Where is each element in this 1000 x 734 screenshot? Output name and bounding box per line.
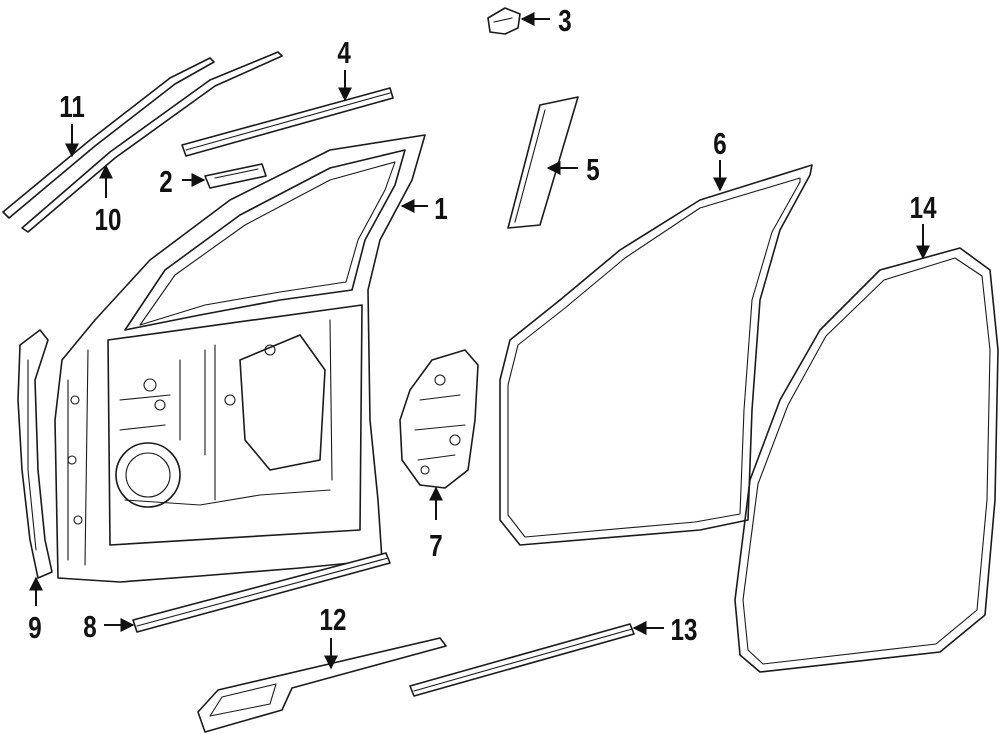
part-12-scuff-plate — [197, 637, 447, 733]
callout-13: 13 — [671, 612, 698, 647]
callout-1: 1 — [434, 191, 447, 226]
part-1-door-shell — [54, 134, 426, 583]
callout-12: 12 — [320, 602, 347, 637]
part-2-clip — [204, 163, 267, 189]
callout-6: 6 — [713, 126, 726, 161]
callout-9: 9 — [28, 610, 41, 645]
part-9-front-weatherstrip — [17, 329, 53, 579]
callout-4: 4 — [337, 35, 351, 70]
callout-5: 5 — [586, 152, 599, 187]
callout-14: 14 — [910, 190, 937, 225]
part-3-bracket — [487, 7, 521, 35]
part-10-roof-molding — [21, 51, 283, 233]
callout-8: 8 — [83, 609, 96, 644]
callout-7: 7 — [429, 528, 442, 563]
part-14-opening-weatherstrip — [734, 247, 999, 673]
part-7-door-lock — [399, 349, 479, 489]
callout-2: 2 — [159, 164, 172, 199]
callout-3: 3 — [558, 3, 571, 38]
callout-10: 10 — [95, 202, 122, 237]
part-11-roof-molding — [2, 57, 215, 219]
part-8-lower-weatherstrip — [132, 552, 391, 633]
part-6-door-weatherstrip — [499, 164, 813, 546]
part-5-pillar-garnish — [507, 96, 579, 229]
leader-arrows — [29, 12, 930, 670]
part-13-sill-strip — [409, 623, 635, 697]
part-4-belt-molding — [181, 87, 394, 157]
callout-labels: 1 2 3 4 5 6 7 8 9 10 11 12 13 14 — [28, 3, 937, 647]
callout-11: 11 — [59, 89, 85, 124]
